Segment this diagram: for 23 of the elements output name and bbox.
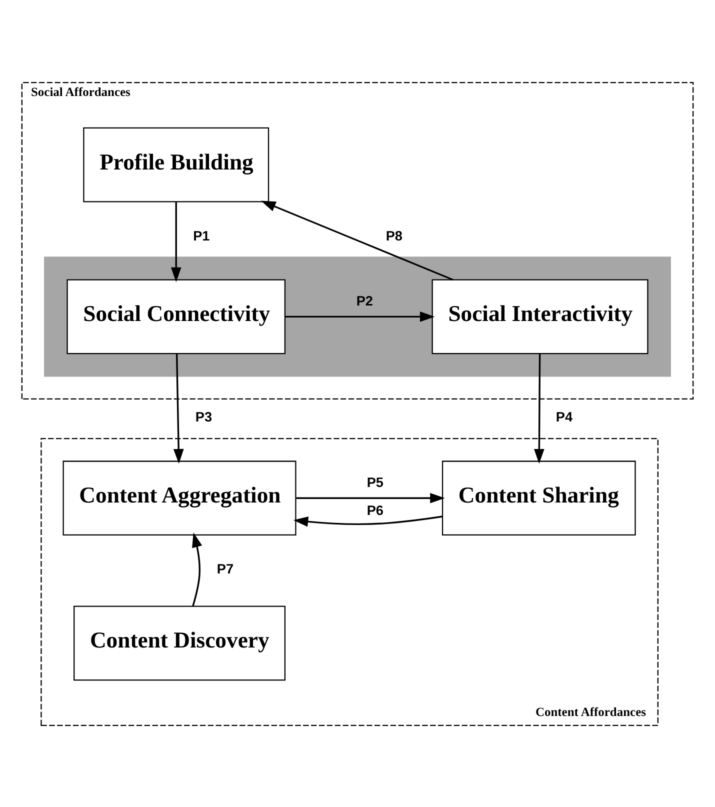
node-box: Social Connectivity: [66, 278, 286, 354]
arrow: [534, 353, 544, 464]
arrow: [285, 311, 435, 322]
edge-label: P1: [193, 228, 210, 243]
edge-label: P8: [386, 228, 402, 243]
node-box: Content Aggregation: [62, 460, 296, 535]
cluster: [44, 256, 671, 376]
edge-label: P3: [195, 409, 212, 424]
edge-label: P6: [366, 502, 384, 518]
edge-label: P7: [216, 561, 234, 576]
node-box: Content Discovery: [74, 605, 286, 680]
arrow: [296, 492, 445, 503]
arrow: [260, 200, 454, 280]
edge-label: P5: [366, 474, 384, 490]
arrow: [192, 532, 202, 606]
arrow: [170, 201, 182, 282]
arrow: [293, 515, 443, 526]
node-box: Content Sharing: [442, 460, 636, 535]
edge-label: P2: [356, 292, 374, 308]
arrow: [173, 353, 184, 464]
edge-label: P4: [556, 409, 573, 424]
node-box: Profile Building: [83, 126, 270, 202]
node-box: Social Interactivity: [432, 278, 648, 354]
